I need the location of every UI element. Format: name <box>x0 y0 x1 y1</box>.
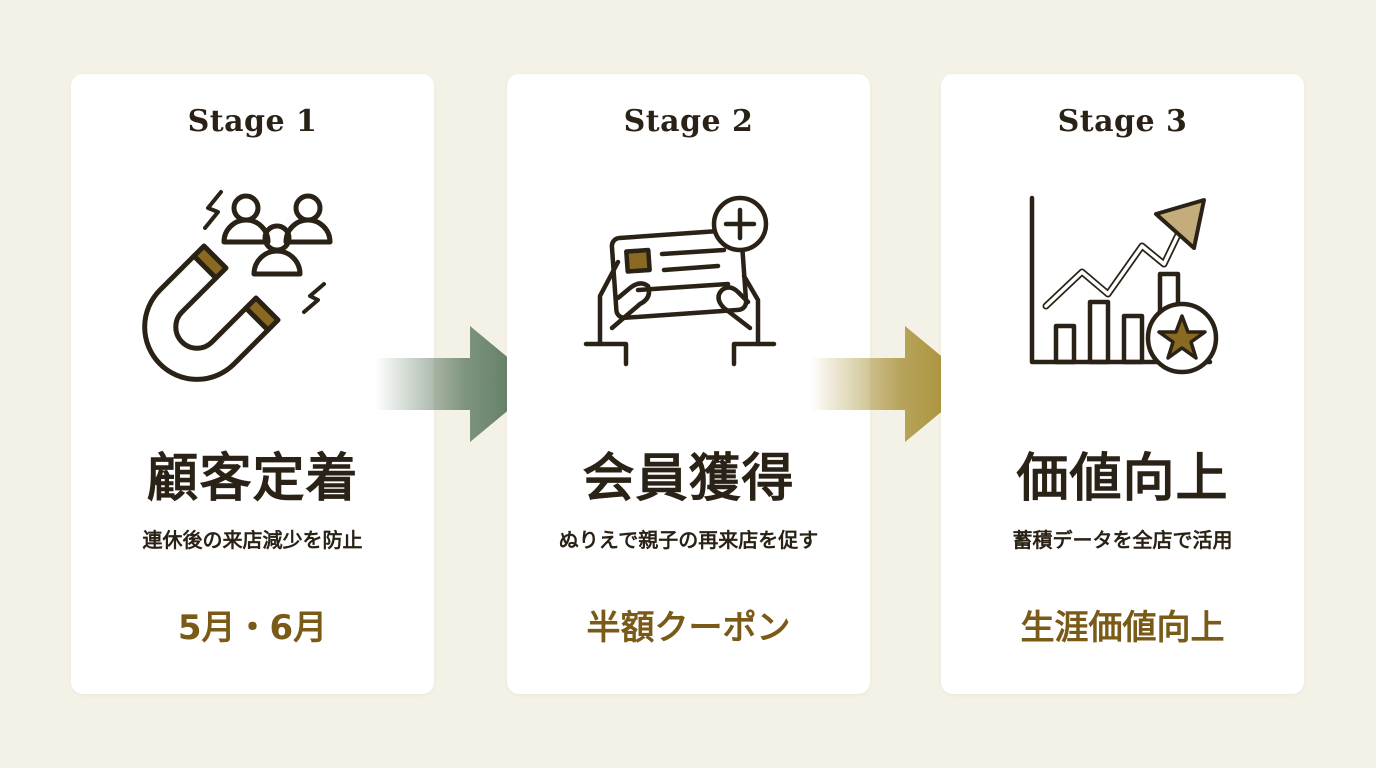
stage-card-1: Stage 1 顧客定着 連休後の来店減少を防止 5月・6月 <box>71 74 434 694</box>
stage-title: 顧客定着 <box>146 448 359 509</box>
arrow-right-icon <box>375 326 540 442</box>
growth-chart-star-icon <box>1029 195 1219 375</box>
arrow-right-icon <box>810 326 975 442</box>
stage-highlight: 5月・6月 <box>177 608 328 648</box>
stage-description: 蓄積データを全店で活用 <box>1012 528 1233 552</box>
stage-highlight: 半額クーポン <box>586 608 791 648</box>
hands-holding-card-plus-icon <box>583 195 777 367</box>
stage-label: Stage 1 <box>187 104 318 139</box>
stage-label: Stage 3 <box>1057 104 1188 139</box>
stage-label: Stage 2 <box>623 104 754 139</box>
stage-description: 連休後の来店減少を防止 <box>142 528 363 552</box>
magnet-attracting-people-icon <box>142 190 333 382</box>
stage-description: ぬりえで親子の再来店を促す <box>558 528 819 552</box>
stage-card-3: Stage 3 価値向上 蓄積データを全店で活用 生涯価値向上 <box>941 74 1304 694</box>
stage-highlight: 生涯価値向上 <box>1020 608 1225 648</box>
stage-card-2: Stage 2 会員獲得 ぬりえで親子の再来店を促す 半額クーポン <box>507 74 870 694</box>
stage-title: 会員獲得 <box>582 448 795 509</box>
stage-title: 価値向上 <box>1016 448 1229 509</box>
